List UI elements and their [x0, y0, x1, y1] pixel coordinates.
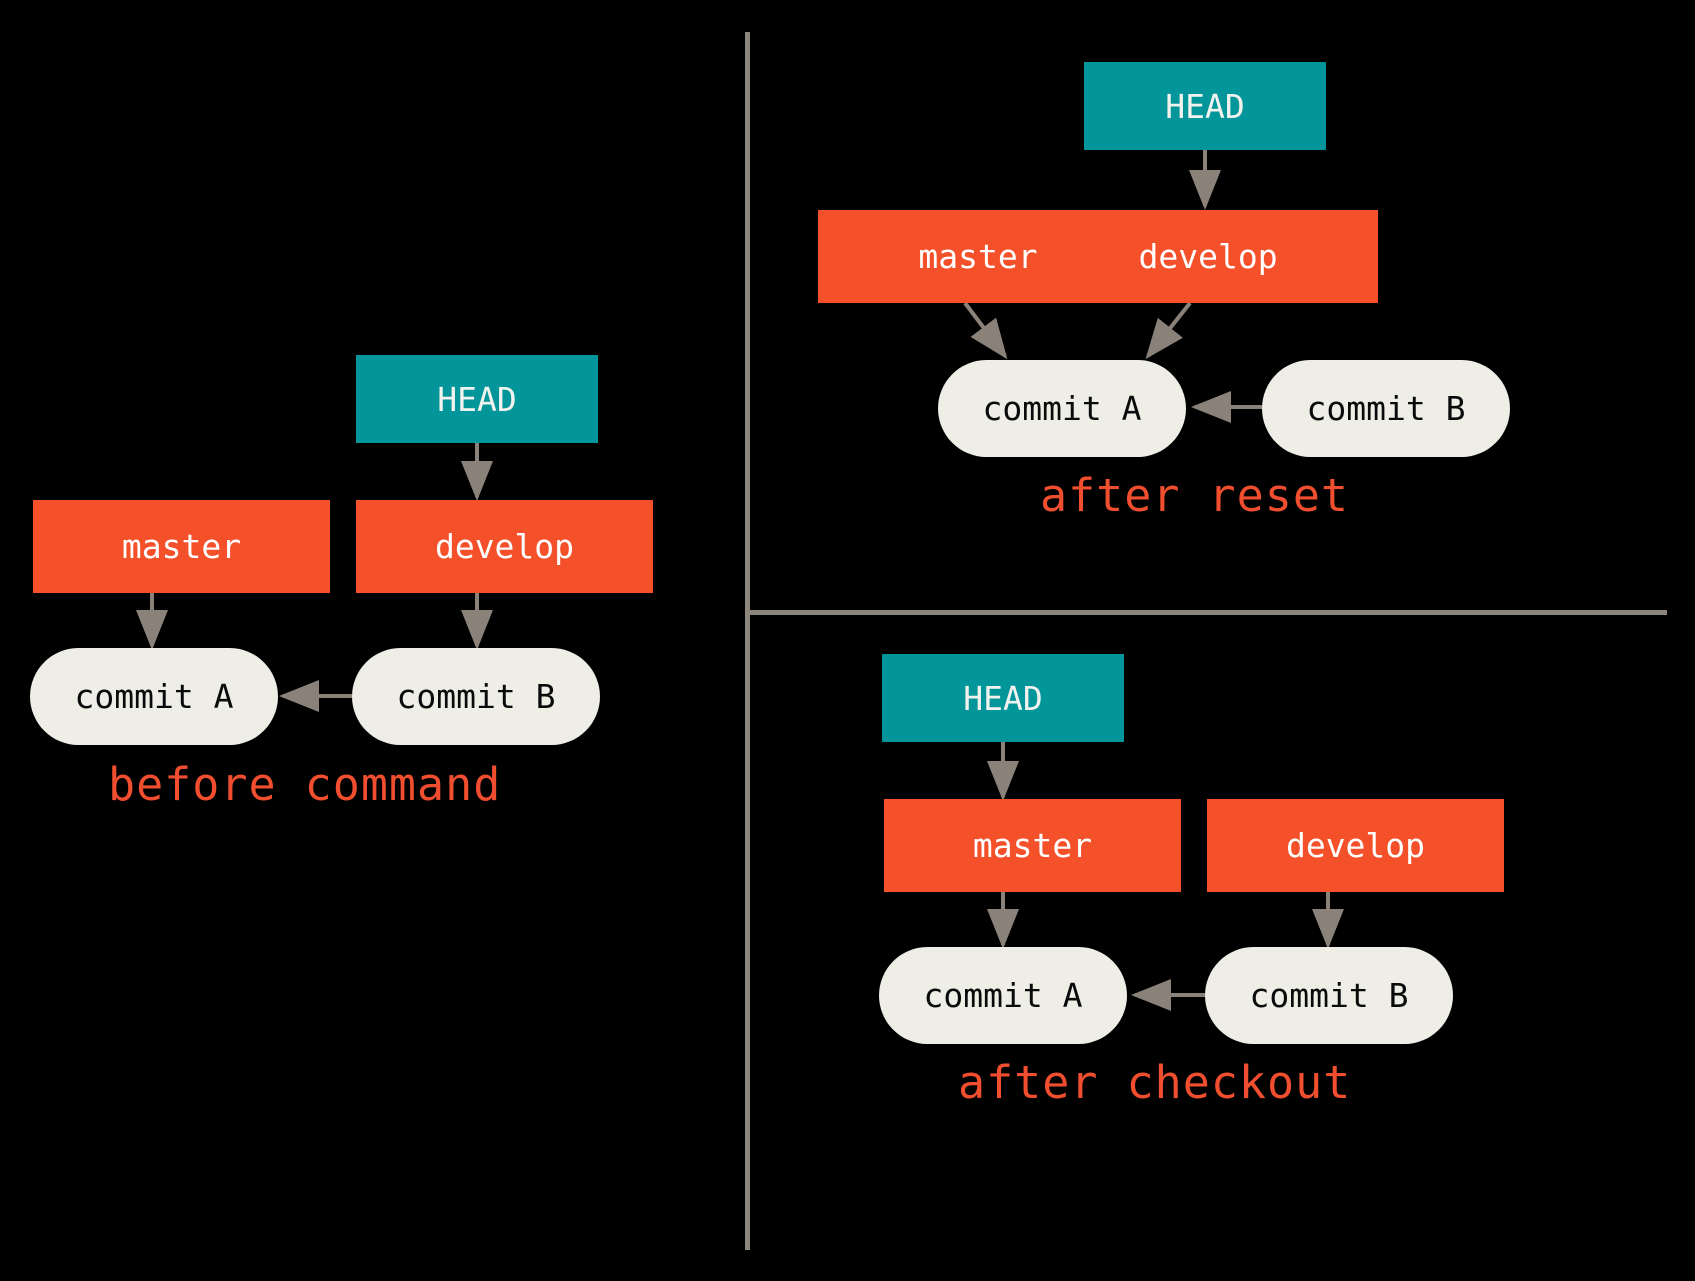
checkout-commit-a-node[interactable]: commit A	[879, 947, 1127, 1044]
before-develop-label: develop	[434, 527, 575, 566]
before-master-box[interactable]: master	[33, 500, 330, 593]
reset-head-box[interactable]: HEAD	[1084, 62, 1326, 150]
before-head-label: HEAD	[437, 379, 517, 419]
before-commit-b-node[interactable]: commit B	[352, 648, 600, 745]
before-develop-box[interactable]: develop	[356, 500, 653, 593]
checkout-caption: after checkout	[958, 1056, 1352, 1109]
checkout-head-label: HEAD	[963, 678, 1043, 718]
reset-commit-a-label: commit A	[982, 389, 1142, 428]
horizontal-divider	[749, 610, 1667, 615]
reset-commit-b-label: commit B	[1306, 389, 1466, 428]
reset-head-label: HEAD	[1165, 86, 1245, 126]
checkout-head-box[interactable]: HEAD	[882, 654, 1124, 742]
checkout-develop-box[interactable]: develop	[1207, 799, 1504, 892]
vertical-divider	[745, 32, 750, 1250]
before-commit-b-label: commit B	[396, 677, 556, 716]
checkout-commit-b-node[interactable]: commit B	[1205, 947, 1453, 1044]
checkout-master-label: master	[972, 826, 1093, 865]
reset-branches-box[interactable]: master develop	[818, 210, 1378, 303]
reset-develop-label: develop	[1138, 237, 1278, 276]
checkout-commit-b-label: commit B	[1249, 976, 1409, 1015]
before-master-label: master	[121, 527, 242, 566]
checkout-master-box[interactable]: master	[884, 799, 1181, 892]
checkout-develop-label: develop	[1285, 826, 1426, 865]
reset-commit-a-node[interactable]: commit A	[938, 360, 1186, 457]
before-head-box[interactable]: HEAD	[356, 355, 598, 443]
checkout-commit-a-label: commit A	[923, 976, 1083, 1015]
reset-master-label: master	[918, 237, 1038, 276]
before-commit-a-label: commit A	[74, 677, 234, 716]
before-caption: before command	[108, 758, 502, 811]
reset-caption: after reset	[1040, 469, 1350, 522]
before-commit-a-node[interactable]: commit A	[30, 648, 278, 745]
reset-commit-b-node[interactable]: commit B	[1262, 360, 1510, 457]
